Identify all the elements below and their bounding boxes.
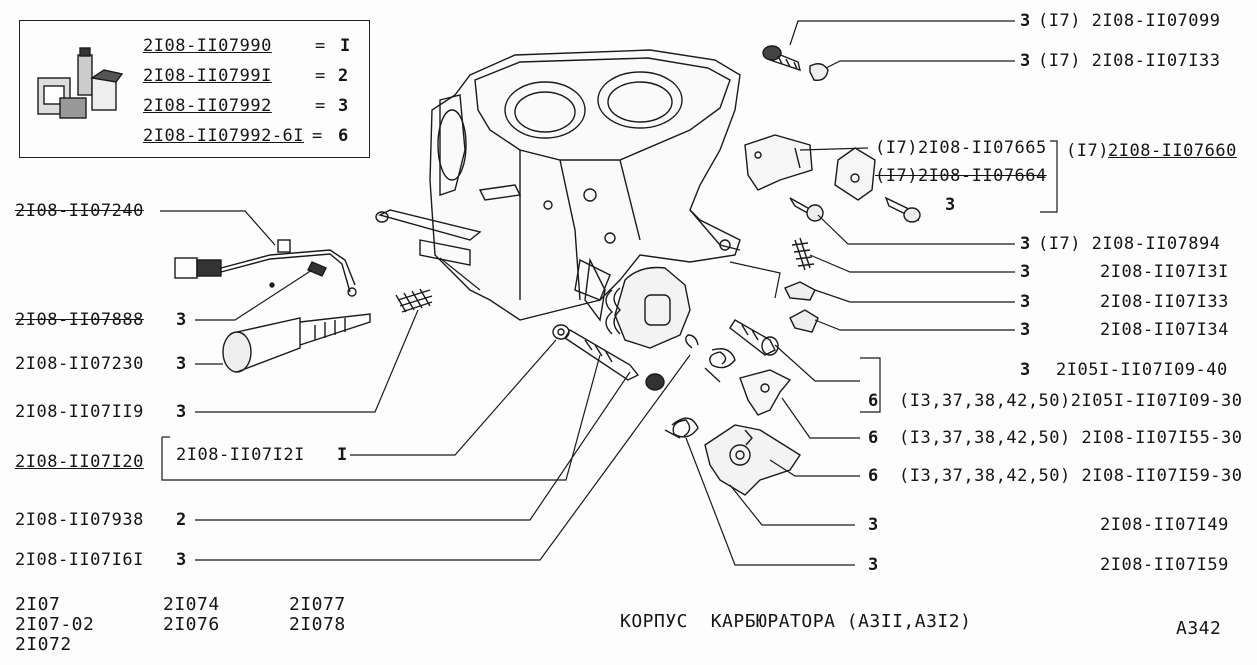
part-r2: (I7) 2I08-II07I33 xyxy=(1038,51,1221,71)
part-r3c: 2I08-II07660 xyxy=(1108,141,1237,161)
part-r10: (I3,37,38,42,50) 2I08-II07I55-30 xyxy=(899,428,1243,448)
sealant-tubes-icon xyxy=(37,47,124,119)
nut-icon xyxy=(645,373,665,391)
qty-l7: 3 xyxy=(176,550,187,570)
part-r5: 2I08-II07I3I xyxy=(1100,262,1229,282)
qty-r7: 3 xyxy=(1020,320,1031,340)
part-l7: 2I08-II07I6I xyxy=(15,550,144,570)
part-l3: 2I08-II07230 xyxy=(15,354,144,374)
spring-icon xyxy=(395,288,433,313)
qty-r9: 6 xyxy=(868,391,879,411)
qty-l4: 3 xyxy=(176,402,187,422)
needle-jet-icon xyxy=(564,329,640,381)
legend-code-3: 2I08-II07992 xyxy=(143,96,272,116)
legend-code-1: 2I08-II07990 xyxy=(143,36,272,56)
bolt-2-icon xyxy=(884,196,921,223)
model-21077: 2I077 xyxy=(289,594,346,615)
qty-l2: 3 xyxy=(176,310,187,330)
model-21074: 2I074 xyxy=(163,594,220,615)
legend-eq-1: = xyxy=(315,36,326,56)
carburetor-body-icon xyxy=(375,49,741,322)
solenoid-connector-icon xyxy=(174,239,357,297)
part-r12: 2I08-II07I49 xyxy=(1100,515,1229,535)
legend-val-4: 6 xyxy=(338,126,349,146)
qty-r5: 3 xyxy=(1020,262,1031,282)
part-r3c-prefix: (I7) xyxy=(1066,141,1109,161)
part-l4: 2I08-II07II9 xyxy=(15,402,144,422)
qty-l6: 2 xyxy=(176,510,187,530)
legend-val-3: 3 xyxy=(338,96,349,116)
qty-r2: 3 xyxy=(1020,51,1031,71)
legend-box xyxy=(19,20,370,158)
model-2107-02: 2I07-02 xyxy=(15,614,95,635)
legend-eq-3: = xyxy=(315,96,326,116)
washer-icon xyxy=(552,324,570,340)
qty-r6: 3 xyxy=(1020,292,1031,312)
bolt-icon xyxy=(762,45,801,72)
screw-2-icon xyxy=(789,197,824,222)
page-code: A342 xyxy=(1176,618,1222,639)
bracket-plate-icon xyxy=(834,147,876,201)
bracket-icon xyxy=(744,134,813,191)
part-r11: (I3,37,38,42,50) 2I08-II07I59-30 xyxy=(899,466,1243,486)
lever-icon xyxy=(739,369,792,416)
model-21072: 2I072 xyxy=(15,634,72,655)
part-r4: (I7) 2I08-II07894 xyxy=(1038,234,1221,254)
torsion-spring-icon xyxy=(664,348,736,439)
part-l6: 2I08-II07938 xyxy=(15,510,144,530)
throttle-lever-icon xyxy=(704,424,801,496)
qty-r1: 3 xyxy=(1020,11,1031,31)
part-r13: 2I08-II07I59 xyxy=(1100,555,1229,575)
part-l1: 2I08-II07240 xyxy=(15,201,144,221)
part-l2: 2I08-II07888 xyxy=(15,310,144,330)
qty-r11: 6 xyxy=(868,466,879,486)
qty-r12: 3 xyxy=(868,515,879,535)
legend-code-4: 2I08-II07992-6I xyxy=(143,126,305,146)
clip-2-icon xyxy=(784,281,819,333)
legend-code-2: 2I08-II0799I xyxy=(143,66,272,86)
model-2107: 2I07 xyxy=(15,594,61,615)
part-r3a: (I7)2I08-II07665 xyxy=(875,138,1047,158)
legend-eq-4: = xyxy=(312,126,323,146)
part-r9: (I3,37,38,42,50)2I05I-II07I09-30 xyxy=(899,391,1243,411)
legend-val-1: I xyxy=(340,36,351,56)
qty-r10: 6 xyxy=(868,428,879,448)
clip-ring-icon xyxy=(685,334,699,349)
qty-l5b: I xyxy=(337,445,348,465)
part-l5b: 2I08-II07I2I xyxy=(176,445,305,465)
legend-val-2: 2 xyxy=(338,66,349,86)
qty-r13: 3 xyxy=(868,555,879,575)
qty-r8: 3 xyxy=(1020,360,1031,380)
spring-2-icon xyxy=(791,237,815,271)
qty-r3d: 3 xyxy=(945,195,956,215)
qty-r4: 3 xyxy=(1020,234,1031,254)
part-r8: 2I05I-II07I09-40 xyxy=(1056,360,1228,380)
page-title: КОРПУС КАРБЮРАТОРА (A3II,A3I2) xyxy=(620,611,972,632)
part-r3b: (I7)2I08-II07664 xyxy=(875,166,1047,186)
mixture-screw-icon xyxy=(222,313,371,373)
clip-icon xyxy=(809,63,829,81)
legend-eq-2: = xyxy=(315,66,326,86)
screw-small-icon xyxy=(307,261,327,277)
model-21078: 2I078 xyxy=(289,614,346,635)
qty-l3: 3 xyxy=(176,354,187,374)
part-r6: 2I08-II07I33 xyxy=(1100,292,1229,312)
adjusting-screw-icon xyxy=(729,319,779,356)
part-r1: (I7) 2I08-II07099 xyxy=(1038,11,1221,31)
model-21076: 2I076 xyxy=(163,614,220,635)
part-l5: 2I08-II07I20 xyxy=(15,452,144,472)
throttle-positioner-icon xyxy=(574,258,691,349)
part-r7: 2I08-II07I34 xyxy=(1100,320,1229,340)
